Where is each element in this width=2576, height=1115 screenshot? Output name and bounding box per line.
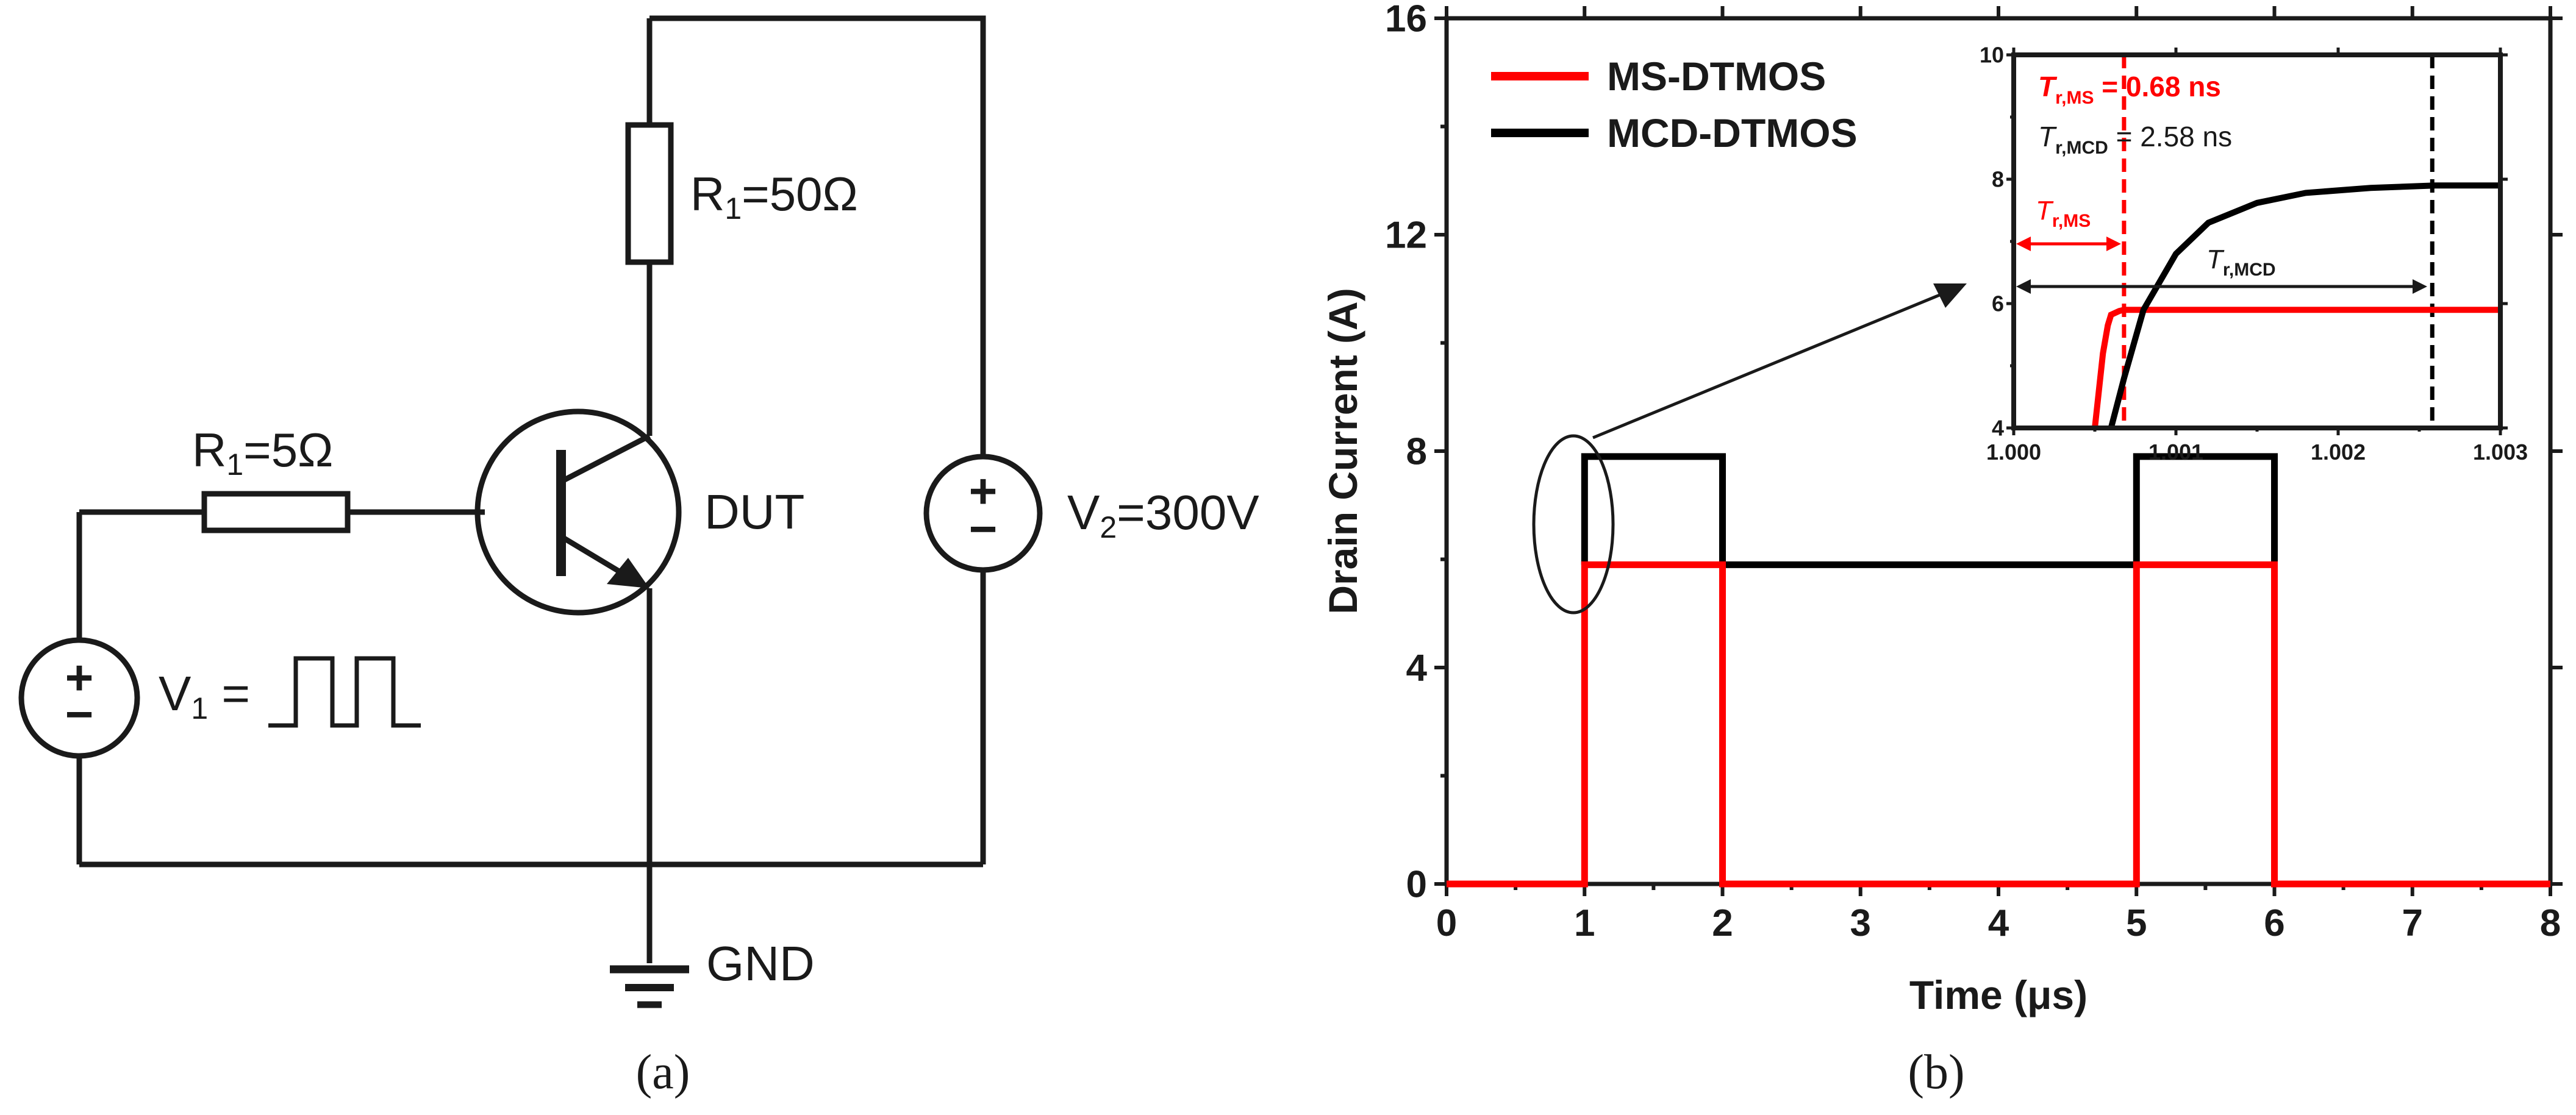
main-xlabel: Time (μs): [1909, 972, 2088, 1017]
transistor-collector-lead: [559, 433, 651, 484]
caption-a: (a): [636, 1046, 690, 1099]
label-r-top: R1=50Ω: [690, 167, 858, 226]
label-v2: V2=300V: [1067, 485, 1259, 544]
x-tick-label: 0: [1436, 902, 1457, 944]
x-tick-label: 2: [1712, 902, 1733, 944]
v2-plus: +: [969, 464, 998, 518]
x-tick-label: 1.001: [2148, 440, 2203, 465]
x-tick-label: 3: [1850, 902, 1871, 944]
series-line-0: [1581, 453, 2278, 568]
x-tick-label: 4: [1988, 902, 2009, 944]
transistor-body: [474, 408, 682, 616]
arrow-label-tr-mcd: Tr,MCD: [2206, 244, 2276, 280]
legend-label-mcd: MCD-DTMOS: [1607, 110, 1858, 155]
wire-top-right: [649, 15, 986, 457]
source-v2: [923, 454, 1043, 573]
circuit-diagram: [18, 15, 1043, 1008]
zoom-pointer-arrowhead-icon: [1933, 283, 1967, 308]
x-tick-label: 7: [2402, 902, 2423, 944]
arrow-tr-ms-left-icon: [2016, 237, 2031, 251]
label-gnd: GND: [706, 936, 815, 991]
resistor-top: [625, 122, 674, 265]
y-tick-label: 12: [1385, 215, 1427, 257]
y-tick-label: 4: [1406, 647, 1428, 689]
x-tick-label: 1.000: [1986, 440, 2041, 465]
label-dut: DUT: [704, 485, 804, 539]
caption-b: (b): [1908, 1046, 1964, 1099]
arrow-tr-mcd-right-icon: [2413, 279, 2427, 294]
x-tick-label: 5: [2126, 902, 2147, 944]
arrow-tr-mcd-left-icon: [2016, 279, 2031, 294]
emitter-arrow-icon: [607, 558, 649, 588]
y-tick-label: 0: [1406, 864, 1427, 906]
series-line-1: [2108, 182, 2500, 429]
annotation-tr-mcd: Tr,MCD = 2.58 ns: [2038, 121, 2232, 158]
inset-plot-frame: [2011, 52, 2503, 430]
annotation-tr-ms: Tr,MS = 0.68 ns: [2038, 71, 2221, 108]
x-tick-label: 6: [2264, 902, 2284, 944]
y-tick-label: 8: [1406, 431, 1427, 473]
label-v1: V1 =: [159, 666, 250, 725]
source-v1: [18, 637, 140, 759]
inset-background: [2014, 55, 2500, 428]
y-tick-label: 6: [1992, 291, 2004, 316]
resistor-left: [201, 491, 351, 533]
x-tick-label: 1.003: [2473, 440, 2528, 465]
v1-minus: −: [65, 687, 94, 741]
transistor-emitter-lead: [559, 534, 624, 575]
pulse-waveform-icon: [268, 656, 421, 728]
v2-minus: −: [969, 502, 998, 556]
v1-plus: +: [65, 650, 94, 705]
x-tick-label: 8: [2540, 902, 2561, 944]
label-r-left: R1=5Ω: [192, 423, 333, 482]
arrow-tr-ms-right-icon: [2106, 237, 2121, 251]
y-tick-label: 4: [1992, 416, 2004, 441]
legend-label-ms: MS-DTMOS: [1607, 54, 1826, 99]
arrow-label-tr-ms: Tr,MS: [2036, 196, 2091, 231]
series-line-0: [2092, 307, 2500, 429]
main-ylabel: Drain Current (A): [1320, 288, 1365, 614]
zoom-pointer-line: [1592, 291, 1946, 440]
x-tick-label: 1.002: [2311, 440, 2366, 465]
zoom-region-ellipse: [1532, 434, 1615, 614]
y-tick-label: 8: [1992, 167, 2004, 192]
y-tick-label: 10: [1980, 43, 2004, 68]
series-line-1: [1447, 561, 2550, 888]
inset-rise-time-chart: 1.000 1.001 1.002 1.003 4 6 8 10 Tr,MS = 0.68 n…: [1980, 43, 2528, 465]
x-tick-label: 1: [1574, 902, 1595, 944]
y-tick-label: 16: [1385, 0, 1427, 40]
